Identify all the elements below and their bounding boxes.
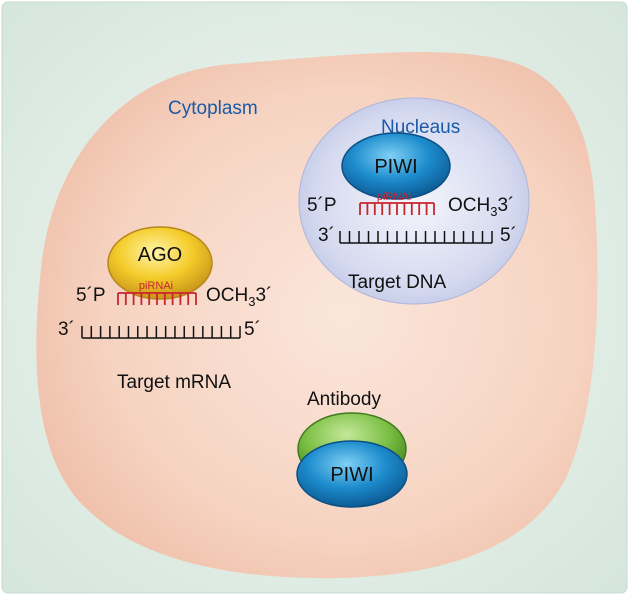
cytoplasm-label: Cytoplasm — [168, 98, 258, 119]
piwi-nuclear-protein — [341, 132, 451, 200]
mrna-three-prime-label: 3´ — [58, 319, 75, 340]
antibody-label: Antibody — [307, 389, 381, 410]
target-dna-strand — [339, 231, 493, 244]
pirna-ago-strand — [117, 292, 197, 305]
piwi-antibody-label: PIWI — [330, 464, 373, 486]
pirna-nuclear-strand — [359, 202, 435, 215]
target-mrna-label: Target mRNA — [117, 372, 231, 393]
ago-protein — [107, 226, 213, 300]
piwi-antibody-protein — [296, 440, 408, 508]
dna-five-prime-label: 5´ — [500, 225, 517, 246]
pirna-ago-label: piRNAi — [139, 280, 173, 292]
nuclear-och3-label: OCH33´ — [448, 195, 514, 219]
target-dna-label: Target DNA — [348, 272, 447, 293]
mrna-five-prime-label: 5´ — [244, 319, 261, 340]
ago-label: AGO — [138, 244, 182, 266]
ago-five-p-label: 5´P — [76, 285, 106, 306]
dna-three-prime-label: 3´ — [318, 225, 335, 246]
pirna-nuclear-label: piRNAi — [377, 191, 411, 203]
ago-och3-label: OCH33´ — [206, 285, 272, 309]
nuclear-five-p-label: 5´P — [307, 195, 337, 216]
piwi-nuclear-label: PIWI — [374, 156, 417, 178]
target-mrna-strand — [81, 326, 241, 339]
